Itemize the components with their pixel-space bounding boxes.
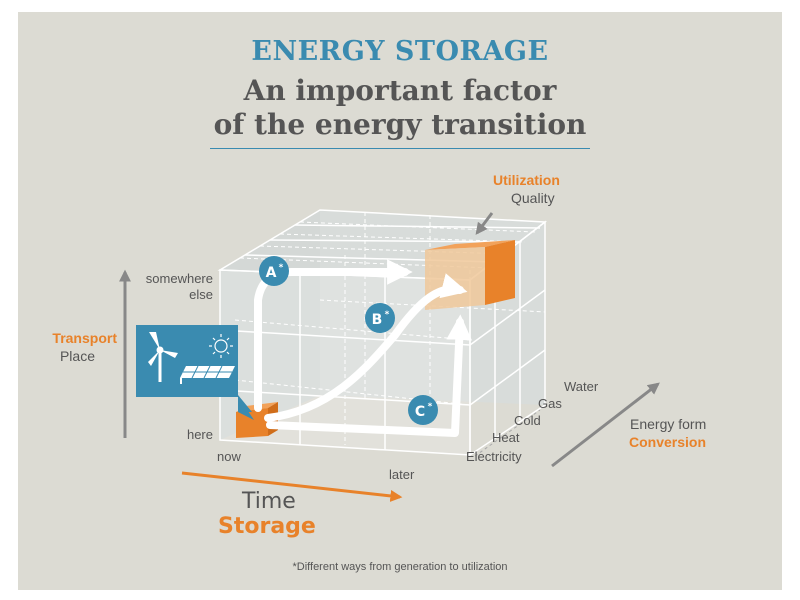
- path-b-letter: B: [372, 312, 383, 328]
- tick-else: else: [189, 287, 213, 302]
- tick-cold: Cold: [514, 413, 541, 428]
- time-axis-arrow: [181, 471, 403, 502]
- path-b-line: [264, 273, 468, 422]
- tick-water: Water: [564, 379, 599, 394]
- tick-here: here: [186, 427, 213, 442]
- path-c-line: [266, 314, 472, 437]
- generation-callout: [136, 325, 254, 420]
- subtitle-line-1: An important factor: [243, 74, 557, 107]
- tick-electricity: Electricity: [466, 449, 522, 464]
- time-title: Time: [242, 489, 296, 514]
- path-c-mark: *: [428, 402, 433, 412]
- tick-now: now: [217, 449, 241, 464]
- time-sub: Storage: [218, 514, 316, 539]
- path-b-marker: B *: [365, 303, 395, 333]
- utilization-block: [425, 240, 515, 310]
- energy-sub: Conversion: [629, 434, 707, 450]
- title-divider: [210, 148, 590, 149]
- page-title: ENERGY STORAGE: [251, 36, 549, 67]
- footnote: *Different ways from generation to utili…: [292, 561, 508, 573]
- subtitle-line-2: of the energy transition: [213, 108, 587, 141]
- energy-title: Energy form: [630, 416, 707, 432]
- utilization-sub: Quality: [511, 190, 555, 206]
- path-a-marker: A *: [259, 256, 289, 286]
- energy-axis-arrow: [551, 382, 660, 468]
- transport-sub: Place: [59, 348, 95, 364]
- path-a-mark: *: [279, 263, 284, 273]
- solar-panel-icon: [180, 365, 235, 384]
- utilization-title: Utilization: [493, 172, 560, 188]
- utilization-pointer: [475, 212, 494, 235]
- wind-turbine-icon: [148, 332, 178, 382]
- transport-title: Transport: [52, 330, 117, 346]
- path-c-marker: C *: [408, 395, 438, 425]
- tick-heat: Heat: [492, 430, 520, 445]
- sun-icon: [209, 334, 233, 358]
- path-c-letter: C: [415, 404, 425, 420]
- axis-tick-lines: [474, 409, 541, 457]
- path-a-letter: A: [266, 265, 277, 281]
- tick-gas: Gas: [538, 396, 562, 411]
- tick-somewhere: somewhere: [145, 271, 213, 286]
- path-b-mark: *: [385, 310, 390, 320]
- tick-later: later: [389, 467, 415, 482]
